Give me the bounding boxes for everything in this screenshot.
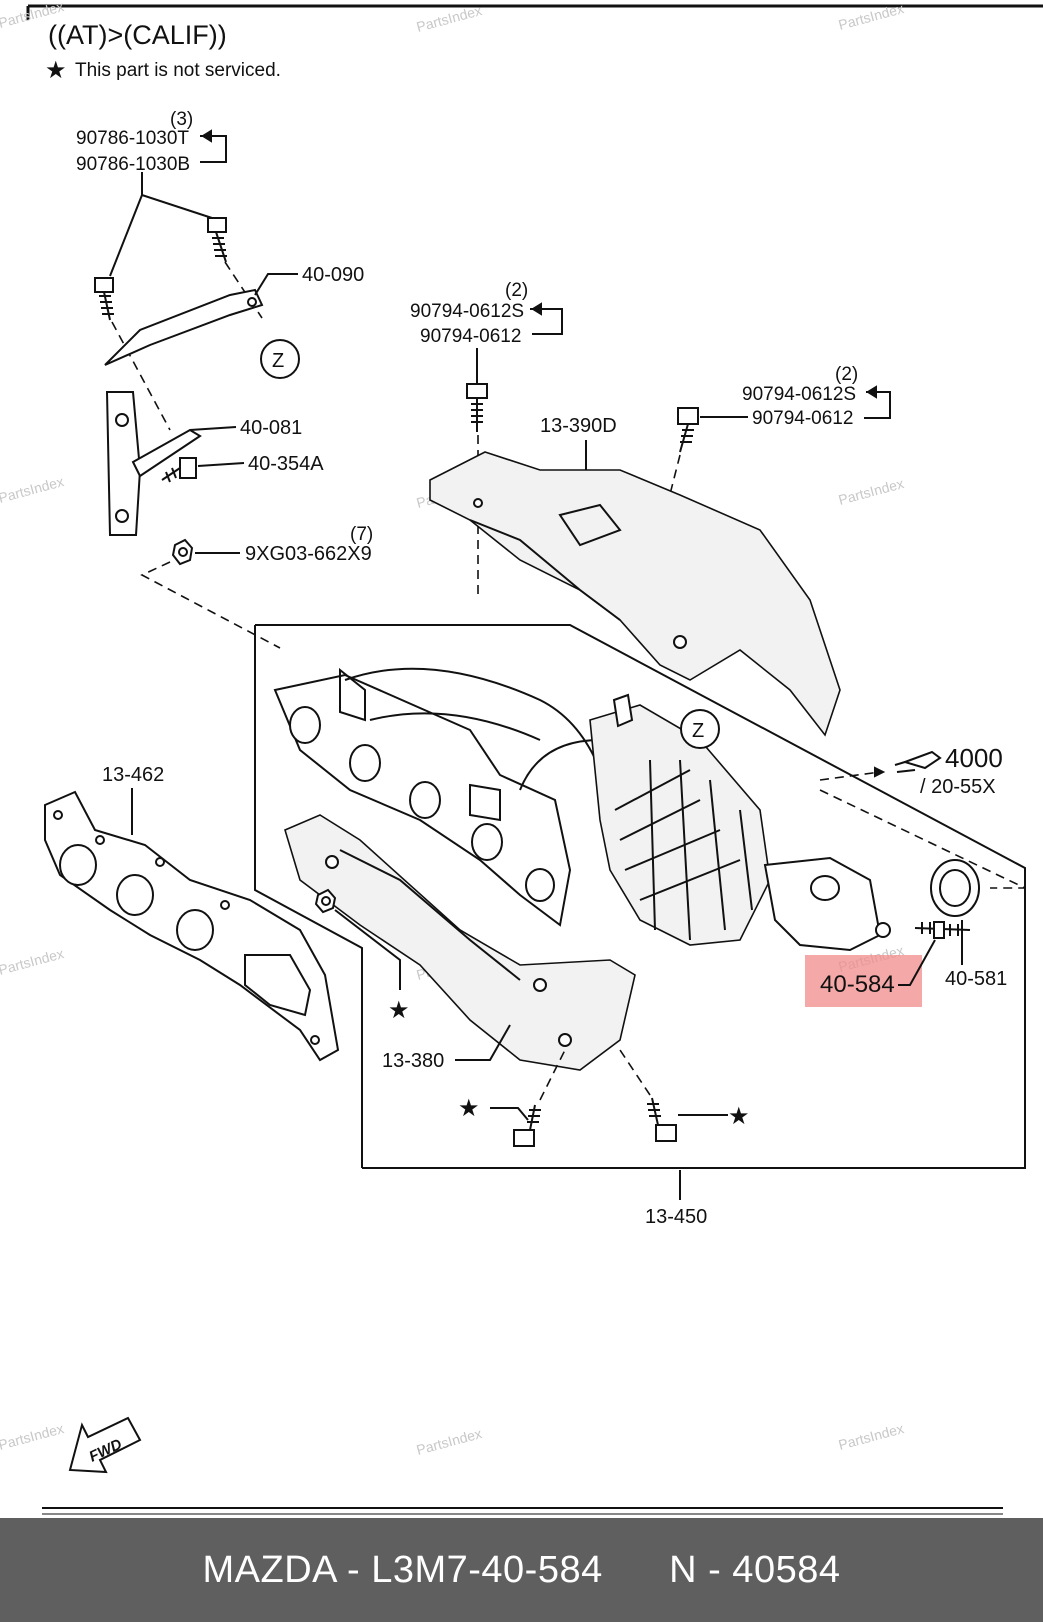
bolt-icon: [161, 457, 197, 483]
bolt-icon: [466, 383, 488, 432]
reference-20-55x[interactable]: / 20-55X: [920, 776, 996, 798]
star-not-serviced-icon: ★: [388, 997, 410, 1024]
outlet-flange[interactable]: [763, 856, 882, 952]
highlight-box: [805, 955, 922, 1007]
qty-label: (2): [505, 280, 528, 301]
bolt-icon: [647, 1097, 677, 1142]
heat-insulator-13-380[interactable]: [284, 814, 636, 1071]
exhaust-manifold-assembly: Z 4000 / 20-55X 40-581 40-584: [254, 624, 1026, 1228]
bolt-icon: [94, 277, 114, 321]
forward-arrow-icon: FWD: [68, 1416, 142, 1474]
qty-label: (7): [350, 524, 373, 545]
star-not-serviced-icon: ★: [458, 1095, 480, 1122]
part-label-90794-0612[interactable]: 90794-0612: [752, 408, 853, 429]
heat-insulator-group: (2) 90794-0612S 90794-0612 (2) 90794-061…: [410, 280, 891, 737]
gasket-ring-40-581[interactable]: [930, 859, 980, 917]
watermark: PartsIndex: [0, 473, 65, 506]
part-label-40-581[interactable]: 40-581: [945, 968, 1007, 990]
qty-label: (3): [170, 109, 193, 130]
not-serviced-note: This part is not serviced.: [75, 60, 281, 81]
part-label-40-584[interactable]: 40-584: [820, 971, 895, 998]
part-label-40-090[interactable]: 40-090: [302, 264, 364, 286]
watermark: PartsIndex: [0, 945, 65, 978]
heat-insulator-13-390d[interactable]: [429, 451, 841, 737]
bolt-icon: [207, 217, 227, 263]
nut-icon: [314, 888, 337, 914]
part-label-13-390d[interactable]: 13-390D: [540, 415, 617, 437]
part-label-9xg03-662x9[interactable]: 9XG03-662X9: [245, 543, 372, 565]
part-label-40-354a[interactable]: 40-354A: [248, 453, 324, 475]
catalytic-converter[interactable]: [589, 704, 771, 946]
part-label-90786-1030b[interactable]: 90786-1030B: [76, 154, 190, 175]
short-number: N - 40584: [669, 1548, 841, 1591]
part-label-90794-0612s[interactable]: 90794-0612S: [410, 301, 524, 322]
watermark: PartsIndex: [0, 1420, 65, 1453]
watermark: PartsIndex: [837, 1420, 906, 1453]
assembly-frame: [255, 624, 1026, 1169]
bolt-icon: [513, 1104, 541, 1147]
hand-pointer-icon: [894, 750, 942, 773]
watermark: PartsIndex: [415, 1425, 484, 1458]
star-not-serviced-icon: ★: [728, 1103, 750, 1130]
part-label-90786-1030t[interactable]: 90786-1030T: [76, 128, 189, 149]
parts-diagram: PartsIndex PartsIndex PartsIndex PartsIn…: [0, 0, 1043, 1515]
bracket-40-081[interactable]: [105, 391, 142, 536]
part-number-footer: MAZDA - L3M7-40-584 N - 40584: [0, 1518, 1043, 1622]
part-label-90794-0612s[interactable]: 90794-0612S: [742, 384, 856, 405]
nut-icon: [171, 538, 194, 566]
reference-4000[interactable]: 4000: [945, 743, 1003, 773]
bolt-icon: [677, 407, 699, 453]
reference-z-marker: Z: [692, 720, 704, 742]
star-icon: ★: [45, 57, 67, 84]
part-label-13-462[interactable]: 13-462: [102, 764, 164, 786]
part-label-90794-0612[interactable]: 90794-0612: [420, 326, 521, 347]
brand-part-number: MAZDA - L3M7-40-584: [202, 1548, 603, 1591]
bracket-40-090[interactable]: [104, 288, 264, 366]
qty-label: (2): [835, 364, 858, 385]
condition-title: ((AT)>(CALIF)): [48, 20, 227, 50]
part-label-40-081[interactable]: 40-081: [240, 417, 302, 439]
part-label-13-450[interactable]: 13-450: [645, 1206, 707, 1228]
gasket-group: 13-462: [44, 764, 340, 1062]
stud-40-584[interactable]: [914, 921, 971, 939]
reference-z-marker: Z: [272, 350, 284, 372]
bracket-group: (3) 90786-1030T 90786-1030B 40-090 Z: [76, 109, 373, 649]
watermark: PartsIndex: [837, 475, 906, 508]
part-label-13-380[interactable]: 13-380: [382, 1050, 444, 1072]
